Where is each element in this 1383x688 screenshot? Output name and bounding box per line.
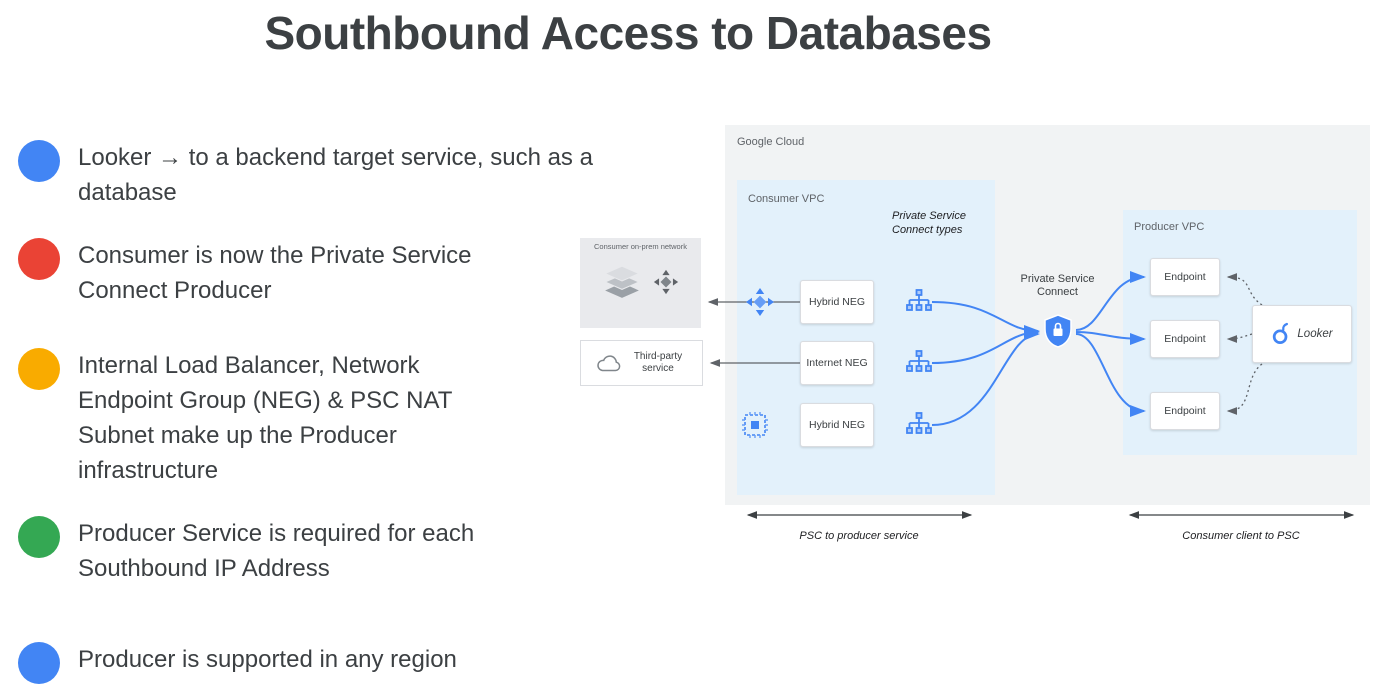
network-arrows-icon <box>653 269 679 295</box>
on-prem-network-label: Consumer on-prem network <box>594 242 687 251</box>
cloud-icon <box>596 354 622 372</box>
slide-title: Southbound Access to Databases <box>264 7 992 59</box>
bullet-marker <box>18 642 60 684</box>
third-party-service-label: Third-party service <box>633 351 683 374</box>
psc-shield-icon <box>1044 314 1072 348</box>
endpoint-node: Endpoint <box>1150 320 1220 358</box>
bullet-marker <box>18 238 60 280</box>
bullet-item: Consumer is now the Private Service Conn… <box>18 238 548 308</box>
hybrid-neg-label: Hybrid NEG <box>808 418 865 431</box>
looker-icon <box>1271 322 1291 346</box>
bullet-text: Internal Load Balancer, Network Endpoint… <box>78 352 452 484</box>
traffic-director-icon <box>745 287 775 317</box>
hybrid-neg-node: Hybrid NEG <box>800 280 874 324</box>
load-balancer-icon <box>906 289 932 315</box>
bullet-text: Producer Service is required for each So… <box>78 520 475 582</box>
bullet-text: Looker → to a backend target service, su… <box>78 144 593 206</box>
bullet-marker <box>18 348 60 390</box>
looker-label: Looker <box>1297 327 1333 340</box>
load-balancer-icon <box>906 412 932 438</box>
psc-types-label: Private Service Connect types <box>892 210 966 236</box>
bullet-text: Producer is supported in any region <box>78 646 457 673</box>
third-party-service-box: Third-party service <box>580 340 703 386</box>
bullet-text: Consumer is now the Private Service Conn… <box>78 242 472 304</box>
load-balancer-icon <box>906 350 932 376</box>
internet-neg-label: Internet NEG <box>806 356 868 369</box>
endpoint-node: Endpoint <box>1150 392 1220 430</box>
server-stack-icon <box>603 265 641 299</box>
bullet-item: Internal Load Balancer, Network Endpoint… <box>18 348 498 488</box>
endpoint-node: Endpoint <box>1150 258 1220 296</box>
bullet-marker <box>18 516 60 558</box>
hybrid-neg-label: Hybrid NEG <box>808 295 865 308</box>
on-prem-network-box: Consumer on-prem network <box>580 238 701 328</box>
bullet-item: Producer is supported in any region <box>18 642 457 684</box>
caption-psc-to-producer: PSC to producer service <box>799 530 919 542</box>
consumer-vpc-label: Consumer VPC <box>748 193 825 205</box>
endpoint-label: Endpoint <box>1164 270 1206 283</box>
bullet-marker <box>18 140 60 182</box>
psc-label: Private Service Connect <box>1020 273 1095 298</box>
internet-neg-node: Internet NEG <box>800 341 874 385</box>
endpoint-label: Endpoint <box>1164 404 1206 417</box>
google-cloud-label: Google Cloud <box>737 136 805 148</box>
bullet-item: Producer Service is required for each So… <box>18 516 598 586</box>
caption-consumer-client-to-psc: Consumer client to PSC <box>1182 530 1300 542</box>
endpoint-label: Endpoint <box>1164 332 1206 345</box>
hybrid-neg-node: Hybrid NEG <box>800 403 874 447</box>
looker-node: Looker <box>1252 305 1352 363</box>
chip-icon <box>740 410 770 440</box>
producer-vpc-label: Producer VPC <box>1134 221 1205 233</box>
bullet-item: Looker → to a backend target service, su… <box>18 140 613 210</box>
